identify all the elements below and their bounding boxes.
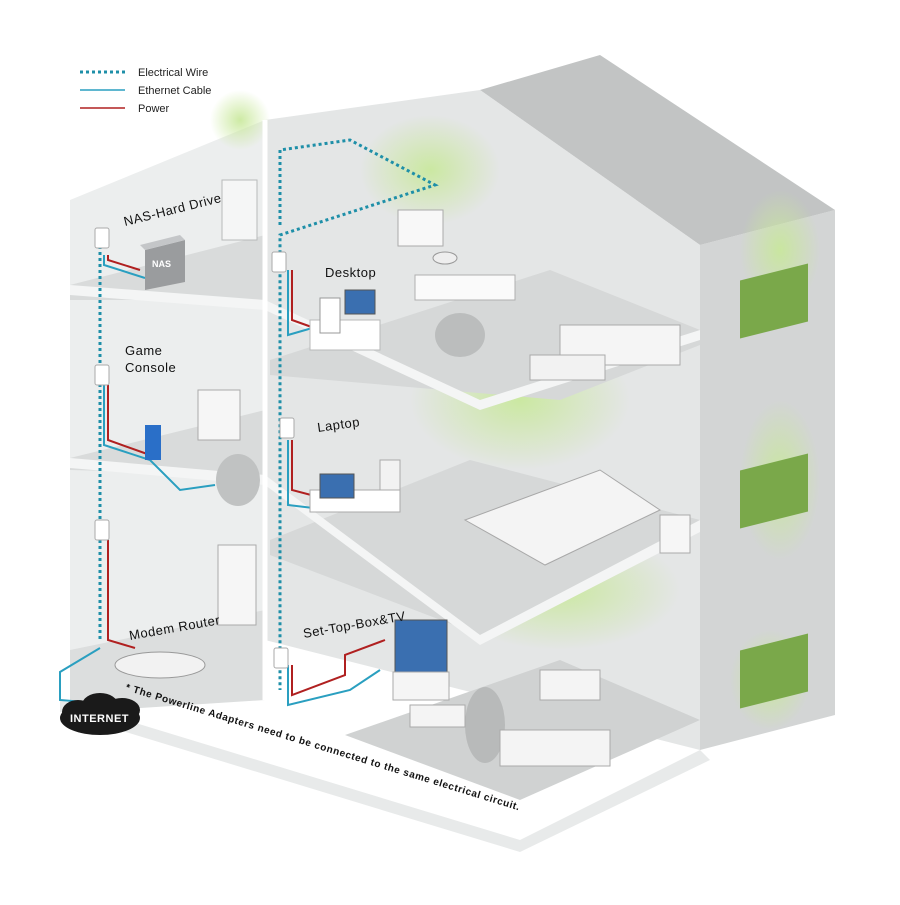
modem-room [114,544,257,679]
nas-box [145,240,185,290]
label-laptop: Laptop [316,414,360,435]
legend-label-power: Power [138,103,170,115]
window-3 [740,633,808,709]
powerline-adapters [94,227,295,669]
electrical-wire [98,138,439,690]
legend-label-electrical: Electrical Wire [138,67,208,79]
label-desktop: Desktop [325,265,376,280]
adapter-game [94,364,110,386]
glow-desktop [360,115,500,225]
couch [499,729,611,767]
cloud-part-4 [82,693,118,717]
adapter-modem [94,519,110,541]
nas-box-label: NAS [152,259,171,269]
work-desk [414,274,516,301]
settop-room [392,619,611,767]
ottoman [409,704,466,728]
bed [463,469,662,566]
laptop-lamp [379,459,401,491]
laptop-room [309,459,691,566]
cabinet [217,544,257,626]
label-game-1: Game [125,343,162,358]
tv-stand [197,389,241,441]
window-2 [740,453,808,529]
armchair [539,669,601,701]
bookshelf [221,179,258,241]
picture-frame [397,209,444,247]
game-room [145,389,260,506]
person-gamer [216,454,260,506]
nas-box-top [140,235,185,250]
legend: Electrical Wire Ethernet Cable Power [80,67,211,115]
window-1 [740,263,808,339]
lamp [432,251,458,265]
house-roof [480,55,835,245]
internet-label: INTERNET [70,713,129,725]
monitor [344,289,376,315]
tv [394,619,448,673]
side-windows [740,263,808,709]
game-console [145,425,161,460]
nightstand [659,514,691,554]
modem-router [114,651,206,679]
slab-edge-1 [70,285,700,410]
adapter-nas [94,227,110,249]
person-jumping [465,687,505,763]
adapter-laptop [279,417,295,439]
tv-cabinet [392,671,450,701]
laptop [319,473,355,499]
pc-tower [319,297,341,334]
person-desktop [435,313,485,357]
adapter-desktop [271,251,287,273]
internet-cloud: INTERNET [60,693,140,735]
legend-label-ethernet: Ethernet Cable [138,85,211,97]
glow-attic [210,90,270,150]
nas-room: NAS [140,179,258,290]
coffee-table [529,354,606,381]
label-game-2: Console [125,360,176,375]
desktop-room [309,209,681,381]
adapter-settop [273,647,289,669]
